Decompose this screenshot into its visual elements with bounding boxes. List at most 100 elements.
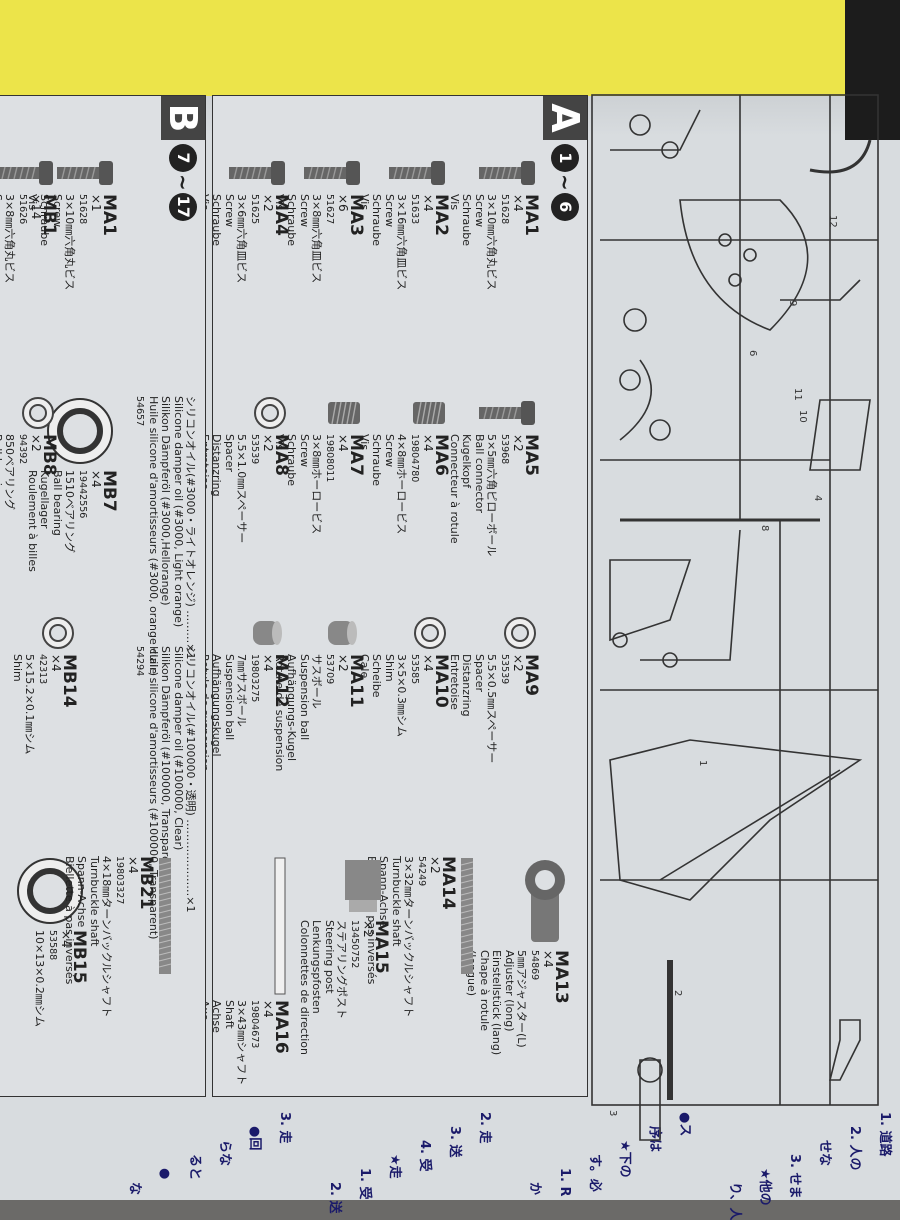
dark-corner xyxy=(845,0,900,140)
part-number: 19442556 xyxy=(77,470,88,519)
sprue-number: 10 xyxy=(797,410,808,423)
yellow-sheet-line: らな xyxy=(217,1140,232,1167)
part-code: MB8 xyxy=(39,434,59,476)
part-jp-name: 3×8㎜六角丸ビス xyxy=(3,194,16,284)
screw-icon xyxy=(299,156,362,190)
part-number: 19808011 xyxy=(324,434,335,483)
part-9-disc xyxy=(679,199,809,331)
part-name: Spann-Achse xyxy=(75,856,89,928)
part-number: 51633 xyxy=(409,194,420,225)
part-quantity: ×14 xyxy=(29,194,43,220)
part-jp-name: 3×6㎜六角皿ビス xyxy=(235,194,248,284)
part-code: MA9 xyxy=(521,654,541,696)
sprue-number: 2 xyxy=(672,990,683,996)
part-code: MA1 xyxy=(521,194,541,236)
yellow-sheet-line: ると xyxy=(187,1154,202,1181)
oil-jp-name: シリコンオイル(#3000・ライトオレンジ) ………×1 xyxy=(184,396,197,660)
sprue-frame xyxy=(591,94,879,1106)
part-jp-name: 3×16㎜六角皿ビス xyxy=(395,194,408,291)
part-number: 42313 xyxy=(37,654,48,685)
yellow-sheet-line: 1. 受 xyxy=(357,1168,372,1200)
yellow-sheet-line: か xyxy=(527,1182,542,1196)
set-icon xyxy=(408,396,447,430)
part-name: Screw xyxy=(223,194,236,228)
set-icon xyxy=(323,396,362,430)
part-name: Einstellstück (lang) xyxy=(490,950,504,1056)
part-number: 13450752 xyxy=(349,920,360,969)
part-jp-name: 3×8㎜ホーロービス xyxy=(310,434,323,535)
part-code: MA4 xyxy=(271,194,291,236)
screw-icon xyxy=(474,156,537,190)
ring-icon xyxy=(500,616,537,650)
part-code: MA3 xyxy=(346,194,366,236)
part-number: 51628 xyxy=(499,194,510,225)
part-number: 54869 xyxy=(529,950,540,981)
shaft-icon xyxy=(270,856,287,996)
part-name: Biellette à pas inversés xyxy=(63,856,76,985)
part-code: MA13 xyxy=(551,950,571,1004)
part-code: MA16 xyxy=(271,1000,291,1054)
part-jp-name: サスボール xyxy=(310,654,323,709)
part-code: MA15 xyxy=(371,920,391,974)
section-a-letter: A xyxy=(543,96,587,140)
arm-ball-end xyxy=(637,1057,663,1083)
part-jp-name: 3×32㎜ターンバックルシャフト xyxy=(402,856,415,1018)
part-quantity: ×2 xyxy=(29,434,43,452)
yellow-sheet-line: 2. 走 xyxy=(477,1112,492,1144)
yellow-sheet-line: 2. 送 xyxy=(327,1182,342,1214)
part-code: MB14 xyxy=(59,654,79,708)
part-number: 53968 xyxy=(499,434,510,465)
screw-icon xyxy=(474,396,537,430)
part-code: MA5 xyxy=(521,434,541,476)
part-name: Steering post xyxy=(323,920,336,994)
suspension-arm xyxy=(828,1019,861,1081)
part-name: Lenkungspfosten xyxy=(310,920,324,1014)
part-name: Screw xyxy=(383,194,396,228)
part-name: Adjuster (long) xyxy=(503,950,516,1032)
yellow-sheet-line: ●回 xyxy=(247,1126,262,1151)
ball-icon xyxy=(244,616,287,650)
part-name: Suspension ball xyxy=(298,654,311,741)
ring-icon xyxy=(250,396,287,430)
part-number: 51625 xyxy=(249,194,260,225)
step-start-badge: 1 xyxy=(551,144,579,172)
ring-icon xyxy=(38,616,75,650)
part-4-link xyxy=(809,399,871,471)
oil-jp-name: シリコンオイル(#100000・透明) …………………×1 xyxy=(184,646,197,913)
rod-icon xyxy=(454,856,477,976)
part-jp-name: 4×18㎜ターンバックルシャフト xyxy=(100,856,113,1018)
yellow-sheet-line: 3. 走 xyxy=(277,1112,292,1144)
part-quantity: ×2 xyxy=(261,194,275,212)
screw-icon xyxy=(0,156,55,190)
part-code: MB21 xyxy=(136,856,156,910)
part-number: 51627 xyxy=(324,194,335,225)
part-number: 53539 xyxy=(249,434,260,465)
oil-part-number: 54657 xyxy=(134,396,146,427)
screw-icon xyxy=(384,156,447,190)
part-number: 19803275 xyxy=(249,654,260,703)
part-name: Ball connector xyxy=(473,434,486,513)
screw-icon xyxy=(224,156,287,190)
yellow-sheet-line: 4. 受 xyxy=(417,1140,432,1172)
part-name: Ball bearing xyxy=(0,434,4,500)
part-name: Shim xyxy=(11,654,24,682)
oil-name: Huile silicone d'amortisseurs (#3000, or… xyxy=(147,396,160,676)
part-code: MA8 xyxy=(271,434,291,476)
part-name: Kugelkopf xyxy=(460,434,474,489)
part-code: MA11 xyxy=(346,654,366,708)
